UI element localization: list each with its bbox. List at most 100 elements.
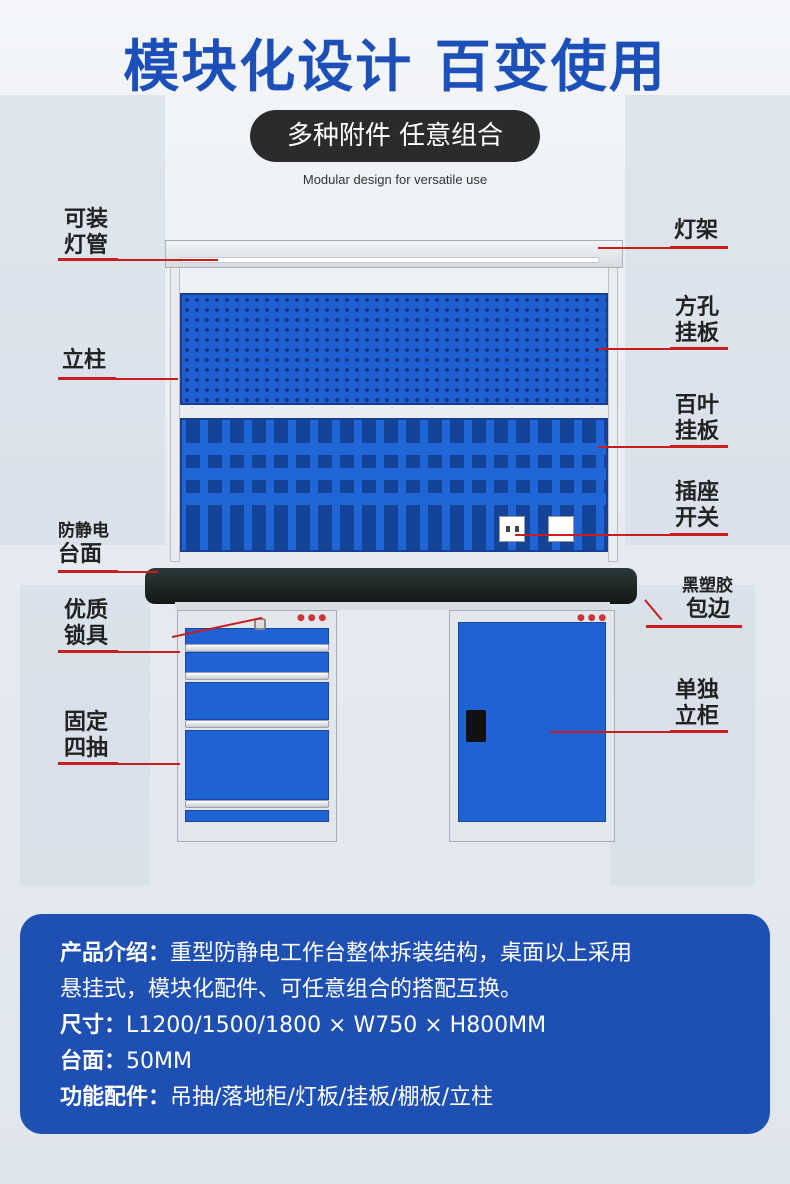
info-accessories: 功能配件：吊抽/落地柜/灯板/挂板/棚板/立柱 [60,1080,730,1116]
left-upright [170,262,180,562]
info-value: 重型防静电工作台整体拆装结构，桌面以上采用 [170,941,633,966]
callout-text: 百叶 [675,393,720,418]
info-value: 悬挂式，模块化配件、可任意组合的搭配互换。 [60,977,523,1002]
info-value: 吊抽/落地柜/灯板/挂板/棚板/立柱 [170,1085,494,1110]
lamp-frame [165,240,623,268]
callout-black-plastic-edge: 黑塑胶 包边 [682,575,733,623]
callout-underline [58,570,118,573]
callout-underline [58,650,118,653]
callout-text: 方孔 [675,295,720,320]
callout-text: 黑塑胶 [682,576,733,596]
info-intro: 产品介绍：重型防静电工作台整体拆装结构，桌面以上采用 [60,936,730,972]
info-label: 功能配件： [60,1085,171,1110]
callout-lamp-tube: 可装 灯管 [64,207,108,259]
subtitle-pill: 多种附件 任意组合 [250,110,540,162]
background-panel-left [0,95,165,545]
leader-line [118,763,180,765]
callout-text: 可装 [64,207,109,232]
callout-underline [646,625,742,628]
switch [548,516,574,542]
lock-icon [254,618,266,630]
callout-underline [670,445,728,448]
worktop-frame [175,602,610,610]
right-upright [608,262,618,562]
headline: 模块化设计 百变使用 [123,35,667,100]
leader-line [118,651,180,653]
callout-text: 单独 [675,678,720,703]
antistatic-worktop [145,568,637,604]
callout-lamp-frame: 灯架 [674,218,718,244]
callout-text: 四抽 [64,736,109,761]
background-cabinet-right [610,585,755,885]
callout-text: 插座 [675,480,720,505]
power-socket [499,516,525,542]
callout-louver-board: 百叶 挂板 [675,393,719,445]
callout-underline [670,347,728,350]
info-label: 尺寸： [60,1013,127,1038]
subtitle-english: Modular design for versatile use [302,172,488,187]
callout-fixed-drawers: 固定 四抽 [64,710,108,762]
callout-text: 包边 [686,597,731,622]
callout-text: 灯架 [674,218,719,243]
leader-line [598,247,670,249]
socket-pin [506,526,510,532]
leader-line [550,731,670,733]
info-top: 台面：50MM [60,1044,730,1080]
callout-underline [58,258,118,261]
callout-underline [58,377,116,380]
callout-text: 防静电 [58,521,109,541]
info-label: 产品介绍： [60,941,171,966]
leader-line [116,378,178,380]
door-latch-icon [466,710,486,742]
callout-text: 固定 [64,710,109,735]
callout-antistatic-top: 防静电 台面 [58,520,109,568]
louver-board [180,418,608,552]
square-hole-pegboard [180,293,608,405]
louver-gap [182,443,606,455]
callout-single-cabinet: 单独 立柜 [675,678,719,730]
leader-line [118,571,158,573]
louver-gap [182,493,606,505]
background-panel-right [625,95,790,545]
socket-pin [515,526,519,532]
indicator-lights: ● ● ● [577,613,607,623]
info-label: 台面： [60,1049,127,1074]
callout-text: 开关 [675,506,720,531]
lamp-tube [180,257,600,263]
indicator-lights: ● ● ● [297,613,327,623]
info-intro-continued: 悬挂式，模块化配件、可任意组合的搭配互换。 [60,972,730,1008]
louver-gap [182,468,606,480]
callout-underline [670,246,728,249]
callout-lock: 优质 锁具 [64,598,108,650]
leader-line [515,534,670,536]
drawer-3 [185,682,329,720]
info-value: L1200/1500/1800 × W750 × H800MM [126,1013,547,1038]
leader-line [118,259,218,261]
leader-line [598,348,670,350]
callout-upright: 立柱 [62,348,106,374]
callout-text: 台面 [58,542,103,567]
callout-text: 挂板 [675,419,720,444]
info-value: 50MM [126,1049,192,1074]
background-cabinet-left [20,585,150,885]
product-info-box: 产品介绍：重型防静电工作台整体拆装结构，桌面以上采用 悬挂式，模块化配件、可任意… [20,914,770,1134]
drawer-handle [185,672,329,680]
callout-text: 立柱 [62,348,107,373]
callout-underline [670,533,728,536]
callout-text: 灯管 [64,233,109,258]
callout-square-hole-board: 方孔 挂板 [675,295,719,347]
callout-text: 优质 [64,598,109,623]
callout-text: 立柜 [675,704,720,729]
callout-socket-switch: 插座 开关 [675,480,719,532]
callout-text: 挂板 [675,321,720,346]
drawer-plinth [185,810,329,822]
drawer-4 [185,730,329,800]
drawer-handle [185,800,329,808]
drawer-handle [185,644,329,652]
leader-line [598,446,670,448]
drawer-handle [185,720,329,728]
callout-underline [58,762,118,765]
info-size: 尺寸：L1200/1500/1800 × W750 × H800MM [60,1008,730,1044]
callout-text: 锁具 [64,624,109,649]
drawer-2 [185,652,329,674]
